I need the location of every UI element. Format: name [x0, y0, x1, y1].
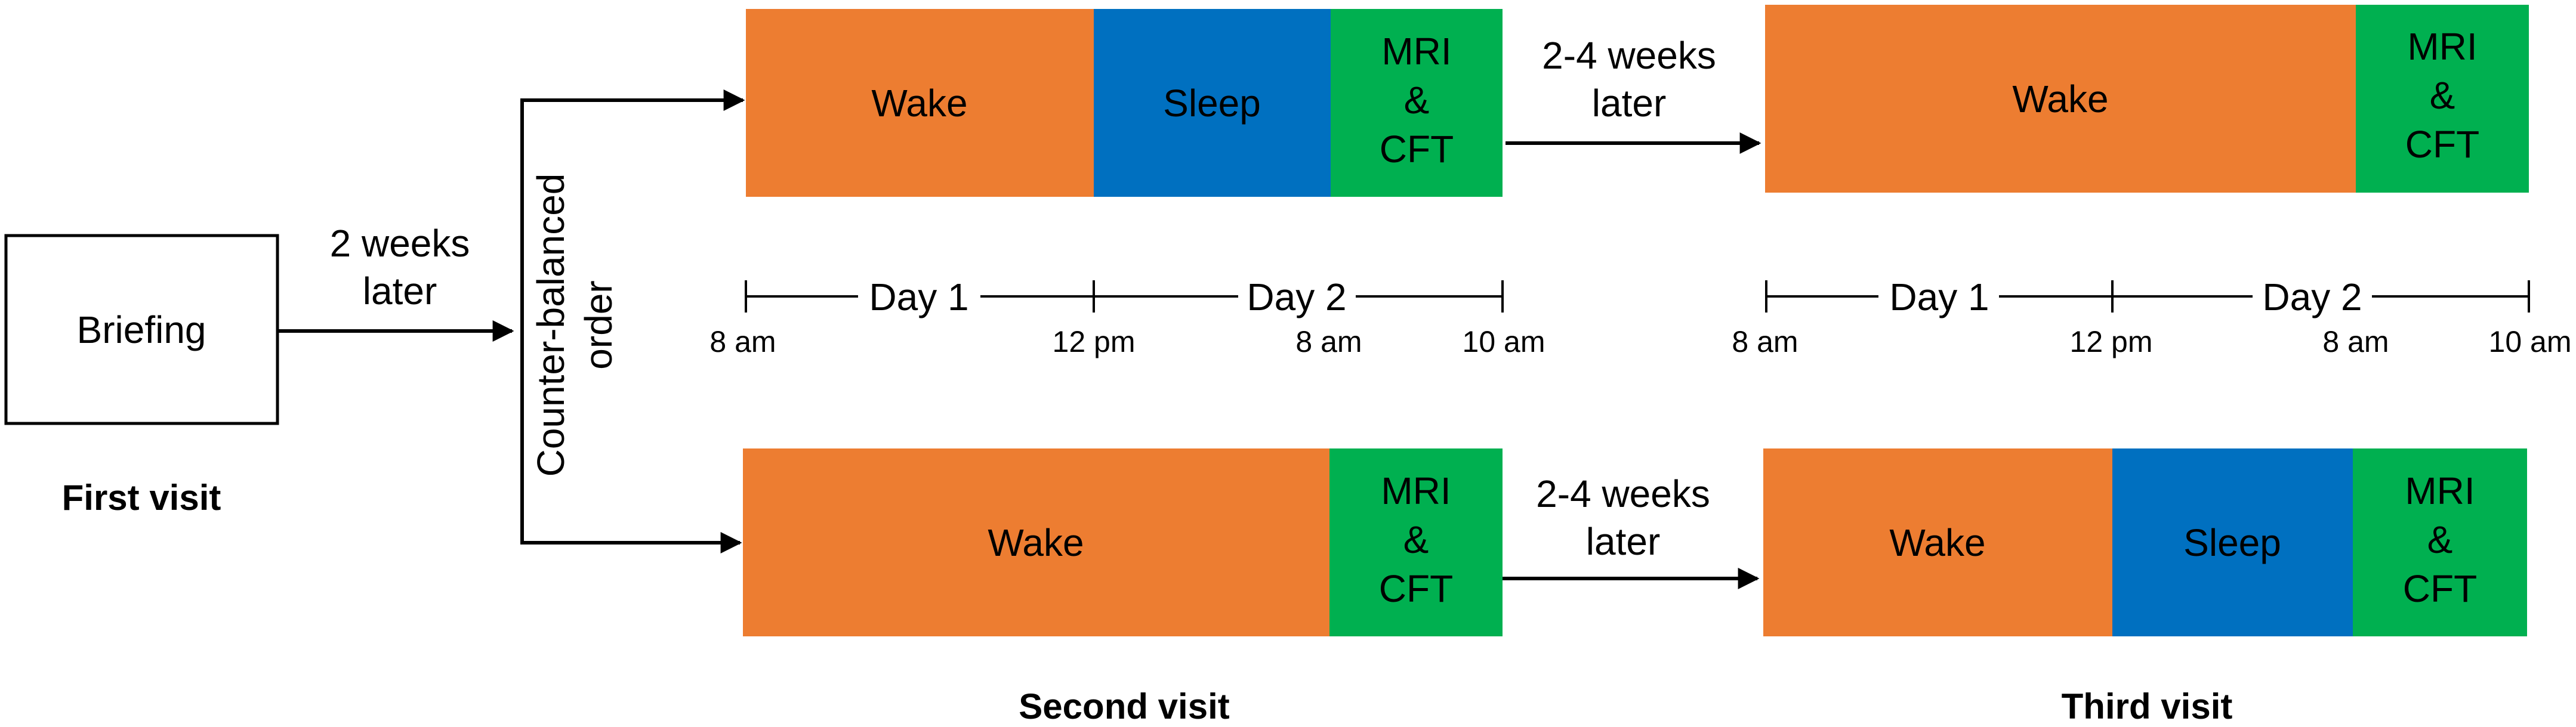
tick-label: 8 am — [1295, 325, 1362, 358]
block-sleep — [1094, 9, 1331, 197]
tick-label: 10 am — [2489, 325, 2572, 358]
second-visit-caption: Second visit — [1019, 686, 1229, 726]
briefing-label: Briefing — [77, 308, 206, 351]
block-wake — [1765, 5, 2356, 193]
block-mri-label-line2: & — [1404, 79, 1430, 122]
bottom-third-visit-timeline: Wake Sleep MRI & CFT — [1763, 448, 2527, 636]
block-sleep-label: Sleep — [1163, 82, 1261, 125]
gap-label-top-line2: later — [1592, 82, 1667, 125]
block-mri-cft — [2356, 5, 2529, 193]
block-mri-label-line1: MRI — [1381, 469, 1451, 512]
time-scale-third-visit — [1765, 280, 2530, 313]
top-second-visit-timeline: Wake Sleep MRI & CFT — [746, 9, 1503, 197]
block-mri-label-line1: MRI — [2407, 25, 2477, 68]
day2-label: Day 2 — [2262, 276, 2362, 318]
block-mri-label-line2: & — [1403, 518, 1429, 561]
bottom-second-visit-timeline: Wake MRI & CFT — [743, 448, 1503, 636]
time-scale-second-visit — [745, 280, 1504, 313]
block-wake-label: Wake — [1889, 521, 1985, 564]
briefing-box — [4, 234, 279, 425]
block-wake-label: Wake — [988, 521, 1084, 564]
block-wake-label: Wake — [871, 82, 967, 125]
block-wake — [746, 9, 1094, 197]
block-mri-label-line2: & — [2430, 74, 2455, 117]
third-visit-caption: Third visit — [2062, 686, 2233, 726]
block-mri-label-line3: CFT — [1379, 567, 1453, 610]
tick-label: 8 am — [709, 325, 776, 358]
tick-label: 12 pm — [2070, 325, 2153, 358]
block-mri-label-line2: & — [2427, 518, 2453, 561]
two-weeks-label-line1: 2 weeks — [330, 222, 470, 265]
day1-label: Day 1 — [869, 276, 968, 318]
tick-label: 10 am — [1463, 325, 1545, 358]
gap-label-bottom-line2: later — [1586, 520, 1661, 563]
two-weeks-label-line2: later — [363, 270, 437, 313]
tick-label: 8 am — [1732, 325, 1798, 358]
first-visit-caption: First visit — [62, 478, 221, 518]
counter-balanced-label: Counter-balanced order — [529, 174, 620, 477]
counter-balanced-line2: order — [577, 280, 620, 369]
counter-balanced-line1: Counter-balanced — [529, 174, 572, 477]
block-mri-cft — [1331, 9, 1503, 197]
day1-label: Day 1 — [1889, 276, 1989, 318]
gap-label-bottom-line1: 2-4 weeks — [1536, 472, 1710, 515]
day2-label: Day 2 — [1247, 276, 1346, 318]
block-wake-label: Wake — [2012, 78, 2108, 120]
block-mri-label-line1: MRI — [2405, 469, 2475, 512]
tick-label: 8 am — [2322, 325, 2389, 358]
block-mri-label-line3: CFT — [2403, 567, 2477, 610]
block-sleep — [2112, 448, 2353, 636]
tick-label: 12 pm — [1053, 325, 1136, 358]
block-mri-label-line3: CFT — [1380, 128, 1454, 171]
top-third-visit-timeline: Wake MRI & CFT — [1765, 5, 2529, 193]
block-wake — [1763, 448, 2112, 636]
block-mri-cft — [2353, 448, 2527, 636]
gap-label-top-line1: 2-4 weeks — [1542, 34, 1716, 77]
block-mri-cft — [1329, 448, 1503, 636]
block-wake — [743, 448, 1329, 636]
block-sleep-label: Sleep — [2183, 521, 2281, 564]
block-mri-label-line1: MRI — [1381, 30, 1451, 73]
block-mri-label-line3: CFT — [2405, 123, 2479, 166]
